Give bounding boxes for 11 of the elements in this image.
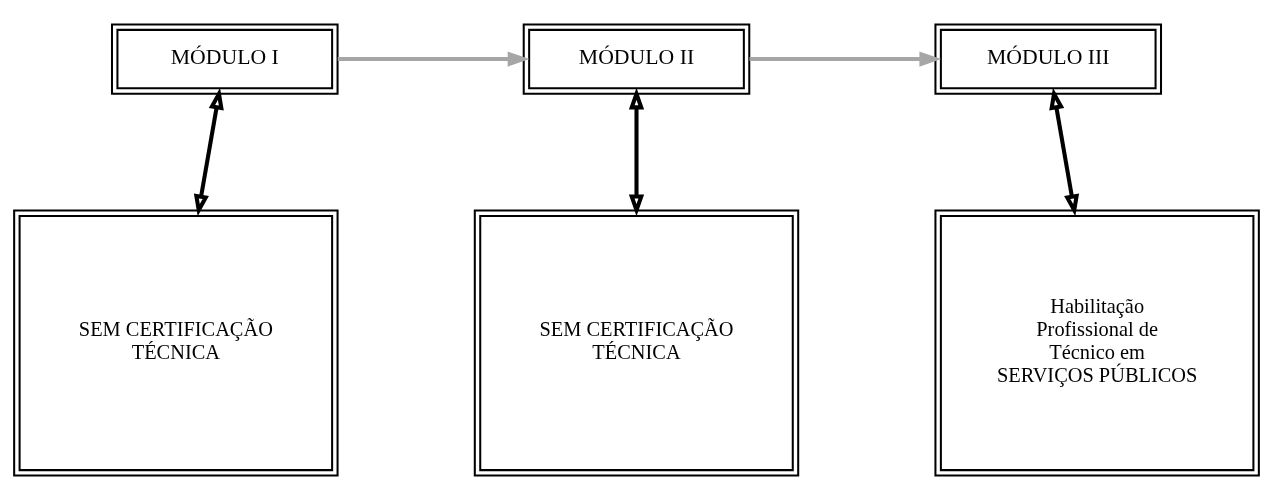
node-box: SEM CERTIFICAÇÃO TÉCNICA	[13, 209, 339, 477]
arrow	[749, 50, 942, 67]
arrow	[628, 87, 645, 216]
node-box: MÓDULO II	[522, 22, 751, 95]
arrow	[1049, 87, 1080, 216]
node-box: Habilitação Profissional de Técnico em SERVIÇOS PÚBLICOS	[934, 209, 1260, 477]
arrow	[193, 87, 224, 216]
node-box: MÓDULO III	[934, 22, 1163, 95]
arrow	[337, 50, 530, 67]
node-box: SEM CERTIFICAÇÃO TÉCNICA	[473, 209, 800, 477]
node-box: MÓDULO I	[110, 22, 339, 95]
